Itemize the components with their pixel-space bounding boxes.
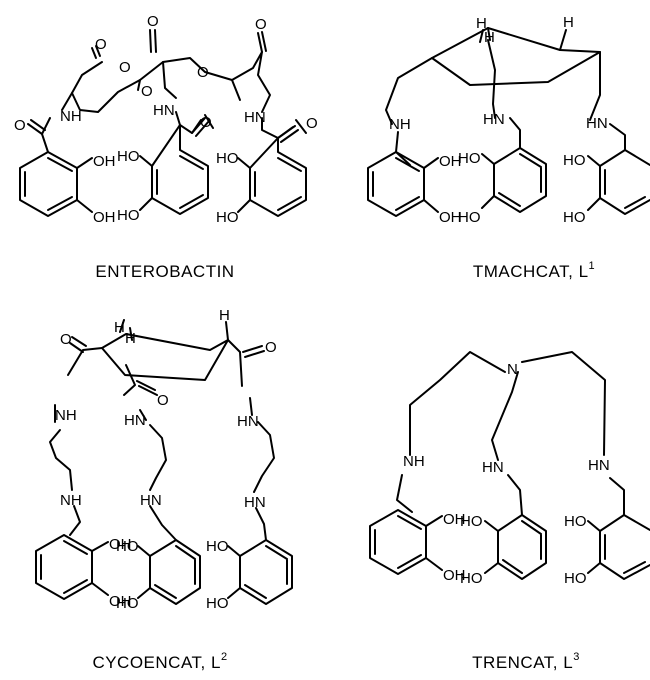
enterobactin-oh-2: OH	[93, 209, 116, 226]
enterobactin-o-amide-2: O	[200, 114, 212, 131]
trencat-structure: N NH HN HN OH OH HO HO HO HO TRENCAT, L3	[369, 351, 650, 672]
tmachcat-oh-1: OH	[439, 153, 462, 170]
enterobactin-o-amide-1: O	[14, 117, 26, 134]
cycoencat-nh-1: NH	[55, 407, 77, 424]
cycoencat-nh-3: HN	[237, 413, 259, 430]
enterobactin-nh-3: HN	[244, 109, 266, 126]
cycoencat-nh-4: NH	[60, 492, 82, 509]
cycoencat-caption: CYCOENCAT, L2	[92, 651, 227, 672]
tmachcat-caption: TMACHCAT, L1	[473, 260, 595, 281]
cycoencat-nh-2: HN	[124, 412, 146, 429]
trencat-nh-2: HN	[482, 459, 504, 476]
tmachcat-oh-2: OH	[439, 209, 462, 226]
enterobactin-o-ring-4: O	[119, 59, 131, 76]
cycoencat-h-1: H	[114, 319, 125, 336]
enterobactin-o-ring-5: O	[141, 83, 153, 100]
tmachcat-h-2: H	[484, 29, 495, 46]
tmachcat-oh-4: HO	[458, 209, 481, 226]
enterobactin-o-ring-3: O	[255, 16, 267, 33]
enterobactin-oh-1: OH	[93, 153, 116, 170]
enterobactin-caption: ENTEROBACTIN	[95, 262, 234, 281]
cycoencat-oh-3: HO	[116, 538, 139, 555]
trencat-nh-1: NH	[403, 453, 425, 470]
tmachcat-h-1: H	[476, 15, 487, 32]
cycoencat-oh-5: HO	[206, 538, 229, 555]
trencat-caption: TRENCAT, L3	[472, 651, 580, 672]
enterobactin-nh-1: NH	[60, 108, 82, 125]
enterobactin-o-amide-3: O	[306, 115, 318, 132]
trencat-oh-5: HO	[564, 513, 587, 530]
cycoencat-oh-1: OH	[109, 536, 132, 553]
trencat-oh-2: OH	[443, 567, 466, 584]
trencat-oh-3: HO	[460, 513, 483, 530]
enterobactin-o-ring-2: O	[147, 13, 159, 30]
cycoencat-nh-5: HN	[140, 492, 162, 509]
trencat-oh-1: OH	[443, 511, 466, 528]
cycoencat-h-3: H	[219, 307, 230, 324]
trencat-nh-3: HN	[588, 457, 610, 474]
trencat-oh-6: HO	[564, 570, 587, 587]
trencat-n: N	[507, 361, 518, 378]
cycoencat-o-3: O	[265, 339, 277, 356]
cycoencat-oh-6: HO	[206, 595, 229, 612]
tmachcat-oh-6: HO	[563, 209, 586, 226]
cycoencat-nh-6: HN	[244, 494, 266, 511]
tmachcat-structure: H H H NH HN HN OH OH HO HO HO HO TMACHCA…	[367, 14, 650, 281]
enterobactin-nh-2: HN	[153, 102, 175, 119]
cycoencat-oh-4: HO	[116, 595, 139, 612]
enterobactin-structure: O O O O O O O O O NH HN HN OH OH HO HO H…	[14, 13, 318, 281]
tmachcat-nh-3: HN	[586, 115, 608, 132]
cycoencat-o-2: O	[157, 392, 169, 409]
tmachcat-nh-1: NH	[389, 116, 411, 133]
tmachcat-nh-2: HN	[483, 111, 505, 128]
enterobactin-o-ring-1: O	[95, 36, 107, 53]
tmachcat-oh-3: HO	[458, 150, 481, 167]
cycoencat-h-2: H	[125, 330, 136, 347]
enterobactin-oh-3: HO	[117, 148, 140, 165]
tmachcat-oh-5: HO	[563, 152, 586, 169]
enterobactin-oh-6: HO	[216, 209, 239, 226]
enterobactin-oh-5: HO	[216, 150, 239, 167]
trencat-oh-4: HO	[460, 570, 483, 587]
tmachcat-h-3: H	[563, 14, 574, 31]
cycoencat-oh-2: OH	[109, 593, 132, 610]
cycoencat-o-1: O	[60, 331, 72, 348]
enterobactin-oh-4: HO	[117, 207, 140, 224]
enterobactin-o-ring-6: O	[197, 64, 209, 81]
cycoencat-structure: H H H O O O NH HN HN NH HN HN OH OH HO H…	[35, 307, 293, 672]
